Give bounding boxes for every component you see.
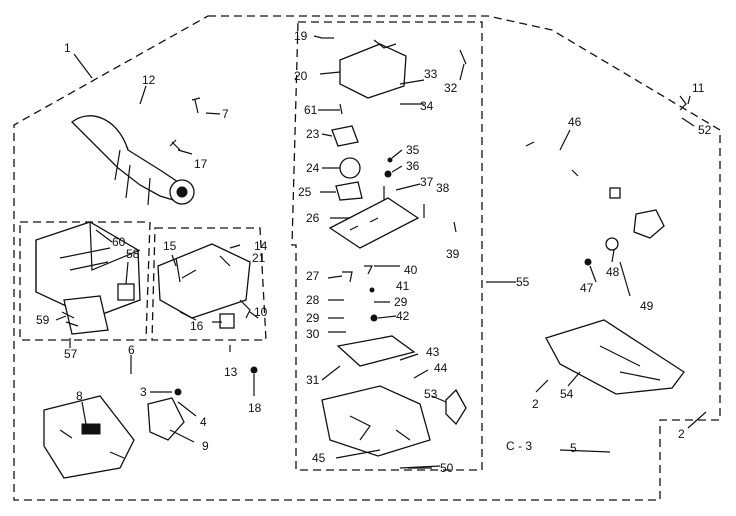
callout-4: 4	[200, 415, 207, 429]
callout-49: 49	[640, 299, 654, 313]
callout-9: 9	[202, 439, 209, 453]
callout-29: 29	[394, 295, 408, 309]
part-46-shaft	[525, 141, 579, 177]
diagram-code-label: C - 3	[506, 439, 532, 453]
callout-5: 5	[570, 441, 577, 455]
callout-24: 24	[306, 161, 320, 175]
part-11-screw	[679, 95, 687, 111]
leader-lines	[55, 35, 707, 469]
outer-dashed-boundary	[13, 15, 721, 501]
callout-52: 52	[698, 123, 712, 137]
callout-57: 57	[64, 347, 78, 361]
sub-assembly-box	[151, 227, 267, 341]
callout-16: 16	[190, 319, 204, 333]
callout-58: 58	[126, 247, 140, 261]
callout-23: 23	[306, 127, 320, 141]
callout-labels: 1 2 2 3 4 5 6 7 8 9 10 11 12 13 14 15 16…	[36, 29, 712, 475]
center-dashed-panel	[291, 21, 483, 471]
callout-59: 59	[36, 313, 50, 327]
callout-15: 15	[163, 239, 177, 253]
part-24-disc	[339, 157, 361, 179]
part-25-washer	[335, 181, 363, 201]
callout-36: 36	[406, 159, 420, 173]
part-17-screw	[169, 139, 181, 151]
part-53-hook	[445, 388, 467, 426]
callout-30: 30	[306, 327, 320, 341]
callout-55: 55	[516, 275, 530, 289]
part-35-ball	[387, 157, 393, 163]
callout-40: 40	[404, 263, 418, 277]
part-41-ball	[369, 287, 375, 293]
callout-26: 26	[306, 211, 320, 225]
callout-14: 14	[254, 239, 268, 253]
callout-7: 7	[222, 107, 229, 121]
callout-38: 38	[436, 181, 450, 195]
callout-43: 43	[426, 345, 440, 359]
callout-28: 28	[306, 293, 320, 307]
callout-42: 42	[396, 309, 410, 323]
callout-21: 21	[252, 251, 266, 265]
callout-1: 1	[64, 41, 71, 55]
part-39-screw	[453, 221, 457, 233]
part-40-clip	[364, 265, 373, 275]
part-54-bed	[545, 319, 685, 395]
part-42-ball	[370, 314, 378, 322]
callout-41: 41	[396, 279, 410, 293]
callout-53: 53	[424, 387, 438, 401]
callout-37: 37	[420, 175, 434, 189]
part-36-ball	[384, 170, 392, 178]
part-18-ball	[250, 366, 258, 374]
callout-47: 47	[580, 281, 594, 295]
part-61-pin	[339, 103, 343, 115]
part-50-lever	[399, 465, 441, 469]
callout-10: 10	[254, 305, 268, 319]
part-16-block	[179, 311, 235, 329]
part-26-needle-plate	[328, 197, 420, 249]
callout-18: 18	[248, 401, 262, 415]
callout-46: 46	[568, 115, 582, 129]
callout-33: 33	[424, 67, 438, 81]
callout-61: 61	[304, 103, 318, 117]
callout-3: 3	[140, 385, 147, 399]
part-45-feed-assembly	[321, 385, 431, 457]
part-10-clip	[239, 299, 251, 319]
part-arm-assembly	[71, 115, 195, 206]
callout-39: 39	[446, 247, 460, 261]
callout-54: 54	[560, 387, 574, 401]
callout-60: 60	[112, 235, 126, 249]
callout-48: 48	[606, 265, 620, 279]
callout-44: 44	[434, 361, 448, 375]
callout-31: 31	[306, 373, 320, 387]
callout-27: 27	[306, 269, 320, 283]
callout-50: 50	[440, 461, 454, 475]
part-23-spring	[331, 125, 359, 147]
part-47-49-assembly	[584, 187, 665, 266]
callout-6: 6	[128, 343, 135, 357]
part-20-bracket	[339, 39, 467, 99]
part-59-clamp	[61, 295, 109, 335]
callout-2: 2	[532, 397, 539, 411]
callout-19: 19	[294, 29, 308, 43]
callout-20: 20	[294, 69, 308, 83]
part-31-base	[336, 335, 416, 367]
callout-32: 32	[444, 81, 458, 95]
part-9-lever	[147, 388, 185, 441]
callout-29: 29	[306, 311, 320, 325]
callout-11: 11	[692, 81, 705, 95]
motor-sub-box	[19, 221, 151, 341]
callout-8: 8	[76, 389, 83, 403]
callout-45: 45	[312, 451, 326, 465]
callout-13: 13	[224, 365, 238, 379]
callout-25: 25	[298, 185, 312, 199]
part-27-clip	[342, 271, 353, 283]
callout-12: 12	[142, 73, 156, 87]
callout-35: 35	[406, 143, 420, 157]
callout-17: 17	[194, 157, 208, 171]
part-8-plate	[43, 395, 135, 479]
callout-34: 34	[420, 99, 434, 113]
part-7-pin	[191, 97, 201, 114]
callout-2: 2	[678, 427, 685, 441]
